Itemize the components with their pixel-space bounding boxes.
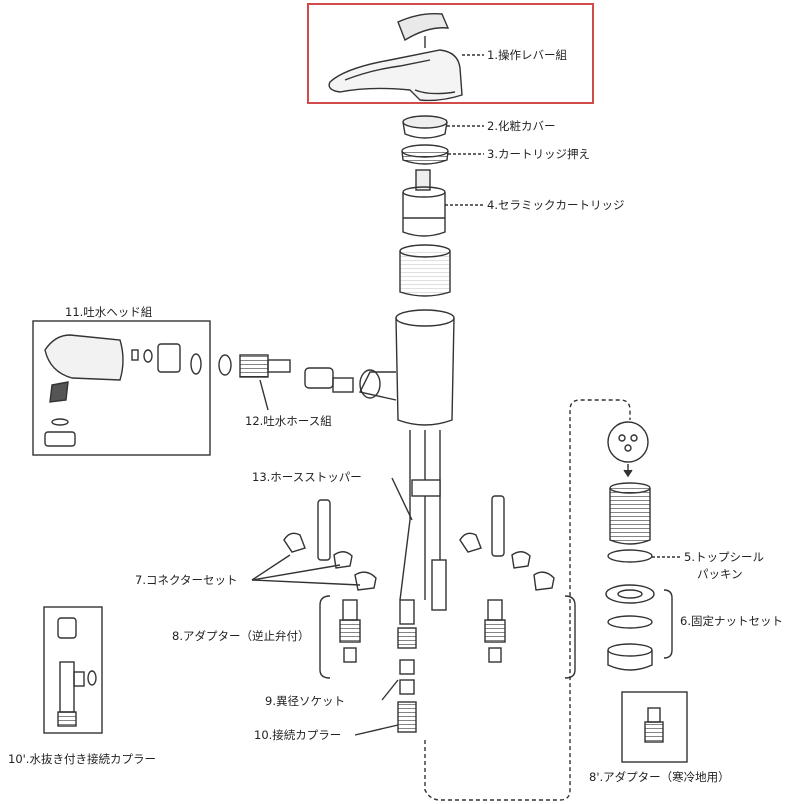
part-adapter-right (484, 599, 506, 663)
label-connector-set: 7.コネクターセット (135, 573, 238, 587)
label-adapter: 8.アダプター（逆止弁付） (172, 629, 310, 643)
part-top-seal (607, 421, 653, 563)
part-spout-head (44, 334, 202, 447)
leader-13 (391, 477, 413, 521)
part-ceramic-cartridge (402, 169, 446, 237)
part-cover (402, 115, 448, 139)
spout-head-box (32, 320, 211, 456)
route-line (424, 399, 631, 801)
part-connector-left (283, 499, 377, 591)
label-cover: 2.化粧カバー (487, 119, 556, 133)
label-lever-assembly: 1.操作レバー組 (487, 48, 567, 62)
label-coupler: 10.接続カプラー (254, 728, 342, 742)
leader-12 (259, 379, 269, 411)
label-drain-coupler: 10'.水抜き付き接続カプラー (8, 752, 156, 766)
part-sleeve (399, 244, 451, 297)
label-reducing-socket: 9.異径ソケット (265, 694, 345, 708)
cold-adapter-box (621, 691, 688, 763)
lever-highlight-box (307, 3, 594, 104)
label-cold-adapter: 8'.アダプター（寒冷地用） (589, 770, 730, 784)
leader-7 (251, 554, 361, 586)
label-ceramic-cartridge: 4.セラミックカートリッジ (487, 198, 625, 212)
label-hose-stopper: 13.ホースストッパー (252, 470, 362, 484)
part-lever-assembly (328, 12, 463, 102)
leader-10 (354, 724, 399, 736)
part-hose-assembly (218, 354, 354, 393)
label-top-seal: 5.トップシール (684, 550, 764, 564)
part-adapter-left (339, 599, 361, 663)
part-cartridge-holder (401, 144, 449, 165)
bracket-8 (319, 595, 331, 679)
part-center-fittings (397, 599, 417, 733)
leader-9 (381, 679, 399, 701)
part-fixing-nut (605, 584, 655, 671)
part-connector-right (459, 495, 555, 591)
label-cartridge-holder: 3.カートリッジ押え (487, 147, 590, 161)
label-spout-head: 11.吐水ヘッド組 (65, 305, 153, 319)
part-faucet-body (358, 309, 455, 611)
label-fixing-nut: 6.固定ナットセット (680, 614, 783, 628)
part-drain-coupler (57, 617, 97, 727)
part-cold-adapter (644, 707, 664, 743)
label-hose-assembly: 12.吐水ホース組 (245, 414, 332, 428)
drain-coupler-box (43, 606, 103, 734)
label-top-seal-packing: パッキン (697, 567, 743, 581)
bracket-6 (663, 589, 673, 659)
